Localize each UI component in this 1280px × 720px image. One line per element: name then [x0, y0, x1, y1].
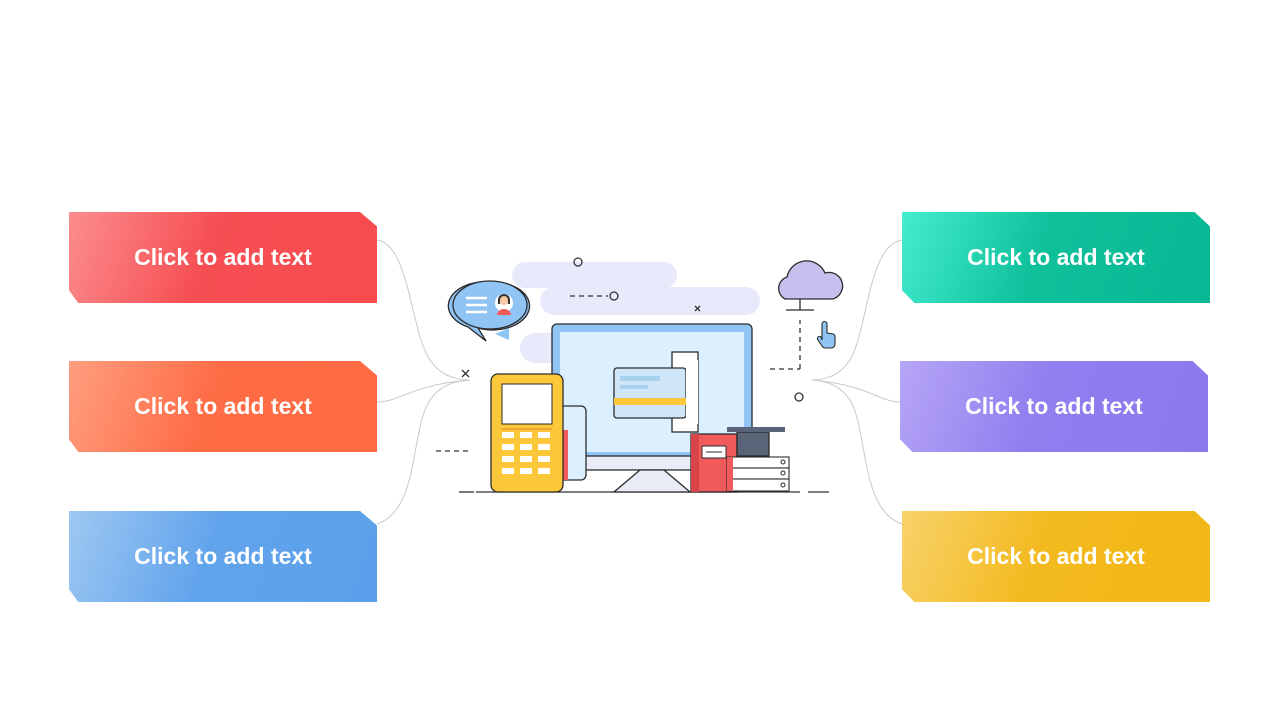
text-box-right-1[interactable]: Click to add text [902, 212, 1210, 303]
connector-right-1 [811, 239, 903, 381]
text-box-left-3-label: Click to add text [134, 543, 312, 569]
background-clouds [512, 262, 760, 363]
connector-left-1 [376, 239, 471, 381]
text-box-right-2-label: Click to add text [965, 393, 1143, 419]
left-connectors [376, 239, 471, 525]
text-box-left-2-label: Click to add text [134, 393, 312, 419]
pointer-hand-icon [816, 320, 836, 349]
text-box-right-2[interactable]: Click to add text [900, 361, 1208, 452]
credit-card-icon [613, 360, 698, 424]
text-box-right-3[interactable]: Click to add text [902, 511, 1210, 602]
connector-right-3 [811, 379, 903, 525]
text-box-right-3-label: Click to add text [967, 543, 1145, 569]
pos-terminal-icon [490, 373, 587, 493]
text-box-left-3[interactable]: Click to add text [69, 511, 377, 602]
connector-left-2 [376, 379, 471, 403]
server-stack-icon [726, 427, 790, 492]
connector-right-2 [811, 379, 901, 403]
text-box-left-2[interactable]: Click to add text [69, 361, 377, 452]
right-connectors [811, 239, 903, 525]
text-box-left-1[interactable]: Click to add text [69, 212, 377, 303]
text-box-right-1-label: Click to add text [967, 244, 1145, 270]
speech-bubble-avatar-icon [447, 280, 531, 342]
cloud-icon [778, 260, 844, 311]
connector-left-3 [376, 379, 471, 525]
text-box-left-1-label: Click to add text [134, 244, 312, 270]
